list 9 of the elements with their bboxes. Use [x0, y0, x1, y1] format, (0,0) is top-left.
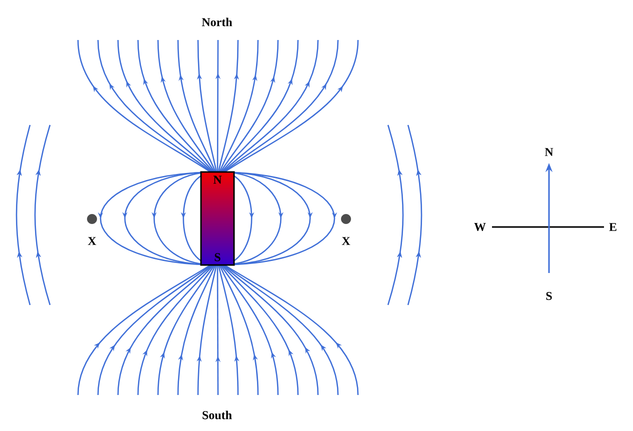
compass-label: W [474, 222, 486, 232]
compass-label: E [609, 223, 616, 231]
compass-label: S [546, 292, 552, 300]
point-label: X [88, 237, 96, 245]
point-label: X [342, 237, 350, 245]
bar-magnet: N S [200, 171, 235, 266]
heading: North [202, 18, 232, 26]
compass-label: N [544, 148, 554, 156]
heading: South [202, 410, 232, 420]
